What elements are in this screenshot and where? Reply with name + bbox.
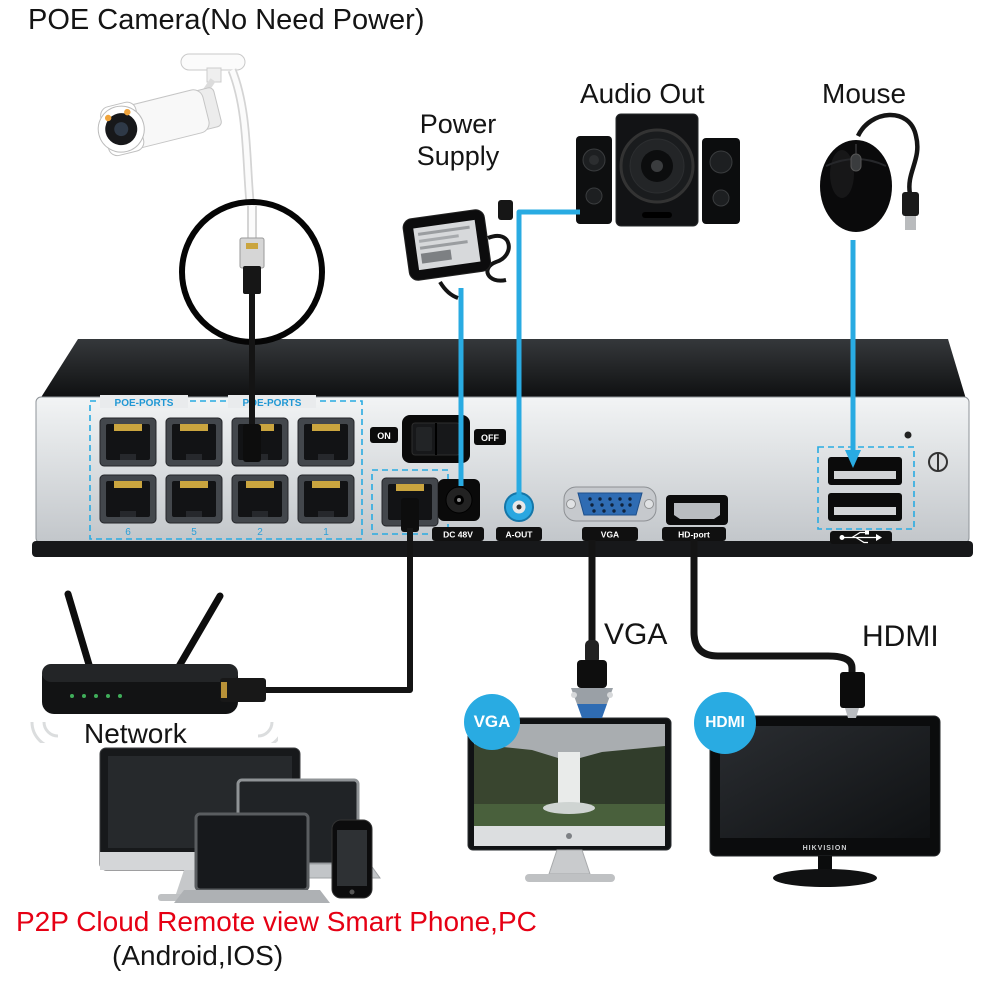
switch-off-label: OFF — [481, 433, 499, 443]
nvr-rear-panel: POE-PORTS POE-PORTS 6 5 2 1 ON OFF — [32, 339, 973, 557]
port-number: 1 — [323, 527, 329, 538]
network-router — [30, 590, 278, 743]
audio-out-port — [504, 492, 534, 522]
title-highlight: No Need Power — [210, 4, 415, 36]
mouse-label: Mouse — [822, 78, 907, 109]
router-antenna — [174, 592, 224, 672]
wifi-waves-icon — [30, 721, 278, 743]
title-prefix: POE Camera( — [28, 4, 211, 36]
footer-line2: (Android,IOS) — [112, 940, 284, 971]
smartphone — [331, 819, 373, 899]
power-adapter — [402, 200, 513, 300]
ground-screw-icon — [928, 452, 948, 472]
usb-plug-icon — [905, 216, 916, 230]
monitor-brand: HIKVISION — [803, 845, 848, 852]
lan-port — [381, 477, 439, 527]
hdmi-monitor: HIKVISION — [709, 715, 941, 887]
port-number: 6 — [125, 527, 131, 538]
client-devices — [99, 747, 381, 903]
hdmi-port — [666, 495, 728, 525]
camera-led-icon — [104, 114, 112, 122]
router-antenna — [64, 590, 94, 672]
camera-body — [97, 87, 222, 157]
nvr-top-face — [40, 339, 966, 399]
adapter-cord — [485, 233, 511, 283]
vga-port — [563, 486, 657, 522]
title-suffix: ) — [414, 4, 425, 36]
usb-trident-icon — [830, 530, 892, 544]
aout-port-label: A-OUT — [506, 530, 534, 540]
poe-port — [165, 474, 223, 524]
switch-on-label: ON — [377, 431, 391, 441]
rj45-coupler — [239, 237, 265, 269]
poe-port — [99, 417, 157, 467]
port-number: 5 — [191, 527, 197, 538]
poe-port — [165, 417, 223, 467]
usb-ports-outline — [817, 446, 915, 530]
scroll-wheel-icon — [850, 153, 862, 172]
diagram-title: POE Camera(No Need Power) — [28, 4, 425, 37]
dc-port-label: DC 48V — [443, 530, 473, 540]
hdmi-port-label: HD-port — [678, 530, 710, 540]
vga-badge: VGA — [464, 694, 520, 750]
poe-connector-detail-circle — [179, 199, 325, 345]
poe-camera — [97, 53, 246, 157]
port-number: 2 — [257, 527, 263, 538]
poe-ports-label-2: POE-PORTS — [243, 398, 302, 409]
camera-led-icon — [124, 108, 131, 116]
laptop — [174, 812, 330, 903]
poe-port — [297, 474, 355, 524]
mouse-cable — [855, 112, 920, 195]
router-leds — [70, 694, 122, 698]
hdmi-cable-label: HDMI — [862, 620, 939, 653]
power-switch — [402, 415, 470, 463]
vga-port-label: VGA — [601, 530, 619, 540]
footer-line1: P2P Cloud Remote view Smart Phone,PC — [16, 906, 537, 937]
rj45-plug-icon — [243, 266, 261, 294]
poe-ports-label-1: POE-PORTS — [115, 398, 174, 409]
poe-ports-outline — [89, 400, 363, 540]
usb-port — [828, 457, 902, 485]
poe-port — [231, 474, 289, 524]
usb-port — [828, 493, 902, 521]
poe-port — [231, 417, 289, 467]
monitor-screen — [720, 726, 930, 838]
power-supply-label: Power Supply — [416, 109, 500, 172]
audio-speakers — [576, 113, 740, 227]
monitor-wallpaper — [474, 724, 665, 826]
vga-monitor — [467, 717, 672, 882]
audio-out-label: Audio Out — [580, 78, 705, 109]
vga-cable-label: VGA — [604, 618, 668, 651]
mouse — [820, 112, 920, 232]
poe-port — [297, 417, 355, 467]
network-label: Network — [84, 718, 187, 749]
hdmi-badge: HDMI — [694, 692, 756, 754]
dc-power-jack — [438, 479, 480, 521]
poe-port — [99, 474, 157, 524]
